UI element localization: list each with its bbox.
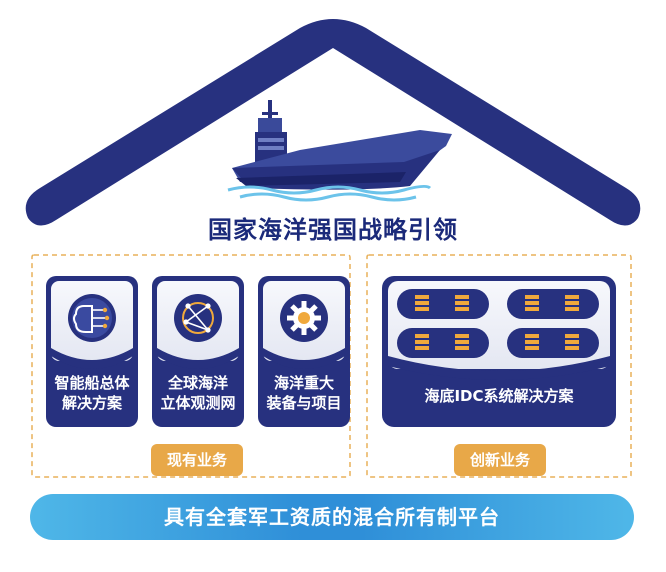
ai-brain-icon xyxy=(68,294,116,342)
card-marine-equipment-line2: 装备与项目 xyxy=(266,394,342,412)
network-globe-icon xyxy=(174,294,222,342)
card-ocean-observation-label: 全球海洋 立体观测网 xyxy=(152,373,244,413)
card-undersea-idc-label: 海底IDC系统解决方案 xyxy=(424,387,574,405)
card-intelligent-ship-line1: 智能船总体 xyxy=(54,374,130,392)
strategy-title: 国家海洋强国战略引领 xyxy=(208,216,458,244)
server-rack-icon xyxy=(397,289,599,358)
card-intelligent-ship-label: 智能船总体 解决方案 xyxy=(46,373,138,413)
gear-icon xyxy=(280,294,328,342)
existing-business-tag: 现有业务 xyxy=(151,444,243,476)
card-ocean-observation-line1: 全球海洋 xyxy=(167,374,228,392)
card-marine-equipment-line1: 海洋重大 xyxy=(273,374,334,392)
foundation-bar: 具有全套军工资质的混合所有制平台 xyxy=(30,494,634,540)
aircraft-carrier-icon xyxy=(227,100,452,202)
innovative-business-frame xyxy=(366,254,632,478)
roof xyxy=(25,19,641,226)
card-ocean-observation-line2: 立体观测网 xyxy=(160,394,236,412)
card-marine-equipment-label: 海洋重大 装备与项目 xyxy=(258,373,350,413)
innovative-business-tag: 创新业务 xyxy=(454,444,546,476)
card-intelligent-ship-line2: 解决方案 xyxy=(61,394,122,412)
